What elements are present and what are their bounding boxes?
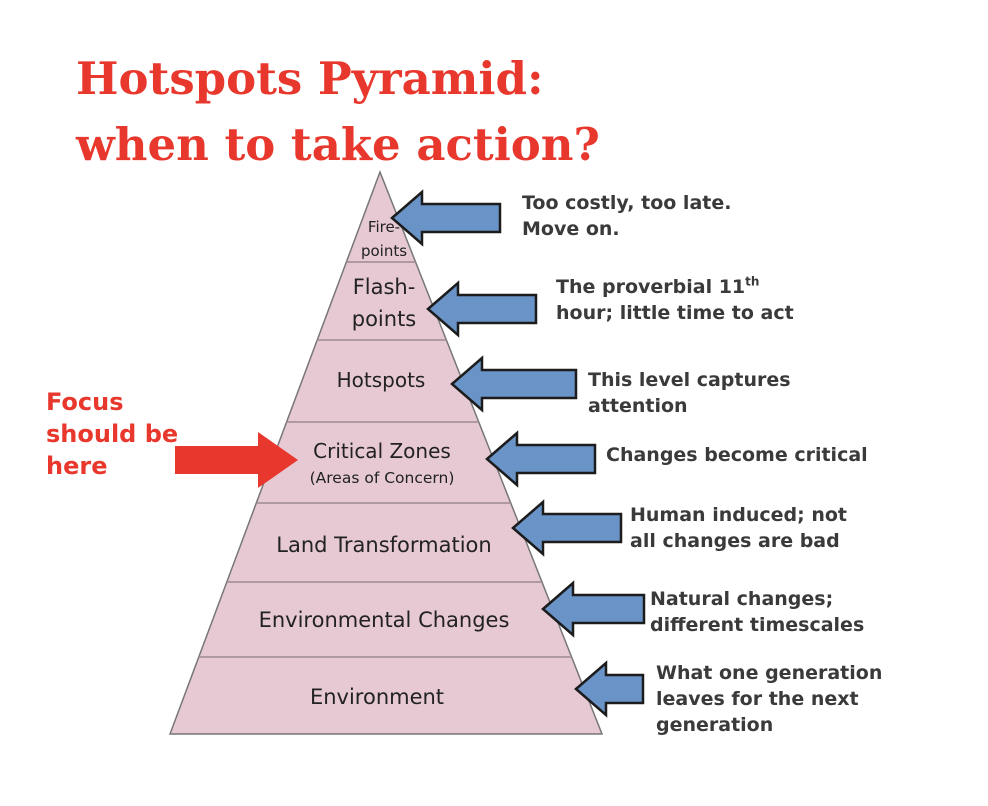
level-1-label-line-1: Fire- (368, 218, 400, 236)
left-arrow-icon-level-6 (541, 580, 646, 638)
focus-label-line-3: here (46, 452, 108, 480)
slide-title-line-1: Hotspots Pyramid: (76, 52, 544, 105)
level-7-label-line-1: Environment (310, 685, 444, 709)
level-2-description-line-1: The proverbial 11th (556, 274, 794, 300)
level-2-description-line-2: hour; little time to act (556, 302, 794, 324)
level-3-label-line-1: Hotspots (337, 368, 426, 392)
level-2-label-line-2: points (352, 307, 417, 331)
left-arrow-icon-level-2 (426, 280, 538, 338)
level-7-description-line-3: generation (656, 714, 774, 736)
focus-label: Focus should be here (46, 386, 178, 482)
level-1-description: Too costly, too late. Move on. (522, 190, 731, 242)
left-arrow-icon-level-5 (511, 499, 623, 557)
level-4-description: Changes become critical (606, 442, 868, 468)
level-2-label-line-1: Flash- (353, 275, 416, 299)
focus-label-line-2: should be (46, 420, 179, 448)
level-4-label-line-1: Critical Zones (313, 439, 451, 463)
level-4-label-line-2: (Areas of Concern) (310, 469, 455, 487)
left-arrow-icon-level-1 (390, 189, 502, 247)
level-3-description: This level captures attention (588, 367, 791, 419)
level-6-description: Natural changes; different timescales (650, 586, 864, 638)
left-arrow-icon-level-3 (450, 355, 578, 413)
level-6-label-line-1: Environmental Changes (259, 608, 510, 632)
right-arrow-icon (175, 432, 298, 488)
pointer-arrows (175, 189, 646, 718)
pyramid (168, 169, 604, 735)
level-4-description-line-1: Changes become critical (606, 444, 868, 466)
slide-title-line-2: when to take action? (76, 118, 600, 171)
left-arrow-icon-level-4 (485, 430, 597, 488)
level-1-description-line-1: Too costly, too late. (522, 192, 732, 214)
level-5-description-line-2: all changes are bad (630, 530, 840, 552)
level-1-label-line-2: points (361, 242, 407, 260)
level-1-description-line-2: Move on. (522, 218, 620, 240)
focus-label-line-1: Focus (46, 388, 124, 416)
level-7-description: What one generation leaves for the next … (656, 660, 882, 738)
level-2-description-text: The proverbial 11 (556, 276, 746, 298)
level-5-label-line-1: Land Transformation (276, 533, 491, 557)
level-7-description-line-1: What one generation (656, 662, 883, 684)
level-5-description-line-1: Human induced; not (630, 504, 847, 526)
level-2-description: The proverbial 11th hour; little time to… (556, 274, 794, 326)
level-5-description: Human induced; not all changes are bad (630, 502, 847, 554)
superscript-th: th (745, 274, 760, 289)
level-7-description-line-2: leaves for the next (656, 688, 859, 710)
pyramid-level-labels: Fire-pointsFlash-pointsHotspotsCritical … (259, 218, 510, 709)
level-6-description-line-1: Natural changes; (650, 588, 834, 610)
level-6-description-line-2: different timescales (650, 614, 865, 636)
left-arrow-icon-level-7 (574, 660, 645, 718)
level-3-description-line-1: This level captures (588, 369, 791, 391)
level-3-description-line-2: attention (588, 395, 688, 417)
slide-title: Hotspots Pyramid: when to take action? (76, 46, 600, 178)
